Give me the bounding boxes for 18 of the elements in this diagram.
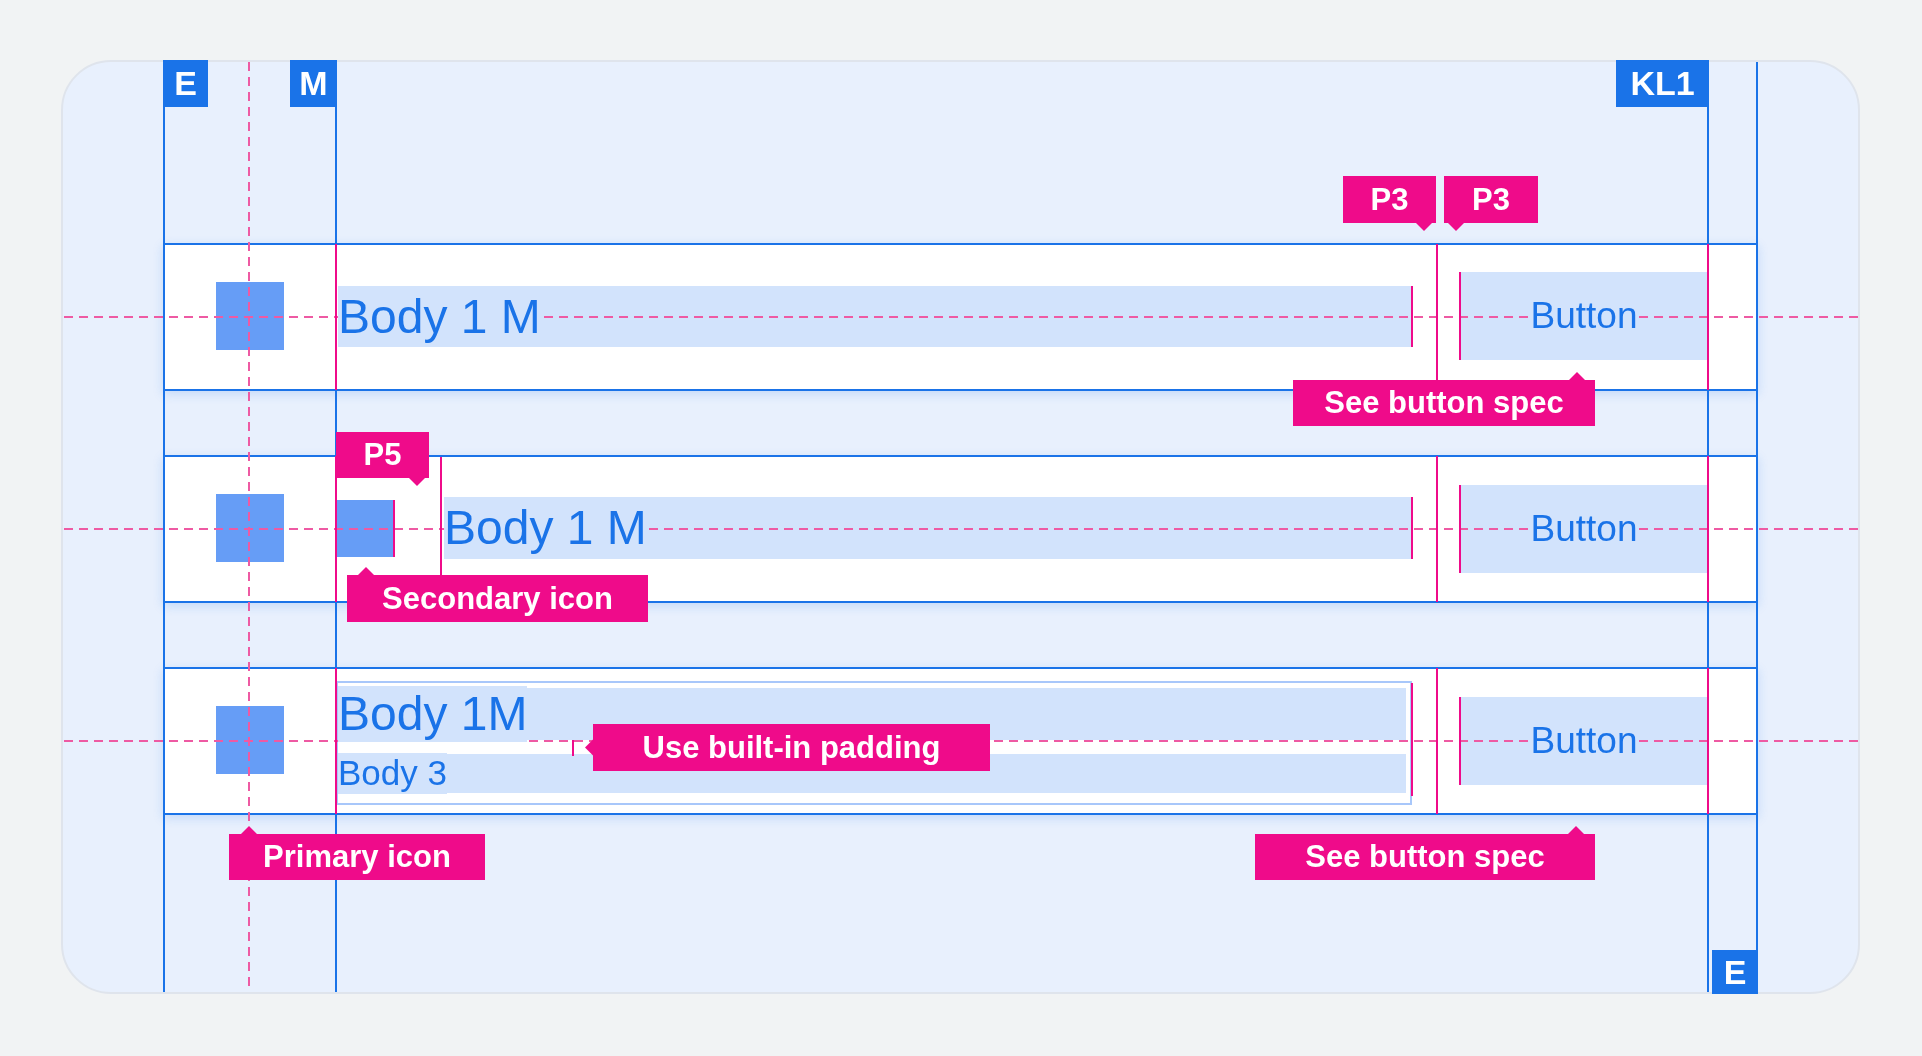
text-bar — [338, 286, 1412, 347]
keyline-label: E — [1712, 950, 1758, 994]
list-row — [163, 667, 1758, 815]
square-icon — [216, 706, 284, 774]
square-icon — [216, 494, 284, 562]
body-text: Body 1M — [338, 686, 528, 742]
list-row — [163, 243, 1758, 391]
button: Button — [1460, 697, 1708, 785]
callout-label: Use built-in padding — [585, 724, 990, 771]
keyline-label: E — [163, 60, 208, 107]
button: Button — [1460, 272, 1708, 360]
body-text: Body 3 — [338, 753, 447, 794]
square-icon — [216, 282, 284, 350]
square-icon — [337, 500, 394, 557]
text-bar — [444, 497, 1412, 559]
button: Button — [1460, 485, 1708, 573]
keyline-label: KL1 — [1616, 60, 1709, 107]
keyline-label: M — [290, 60, 337, 107]
